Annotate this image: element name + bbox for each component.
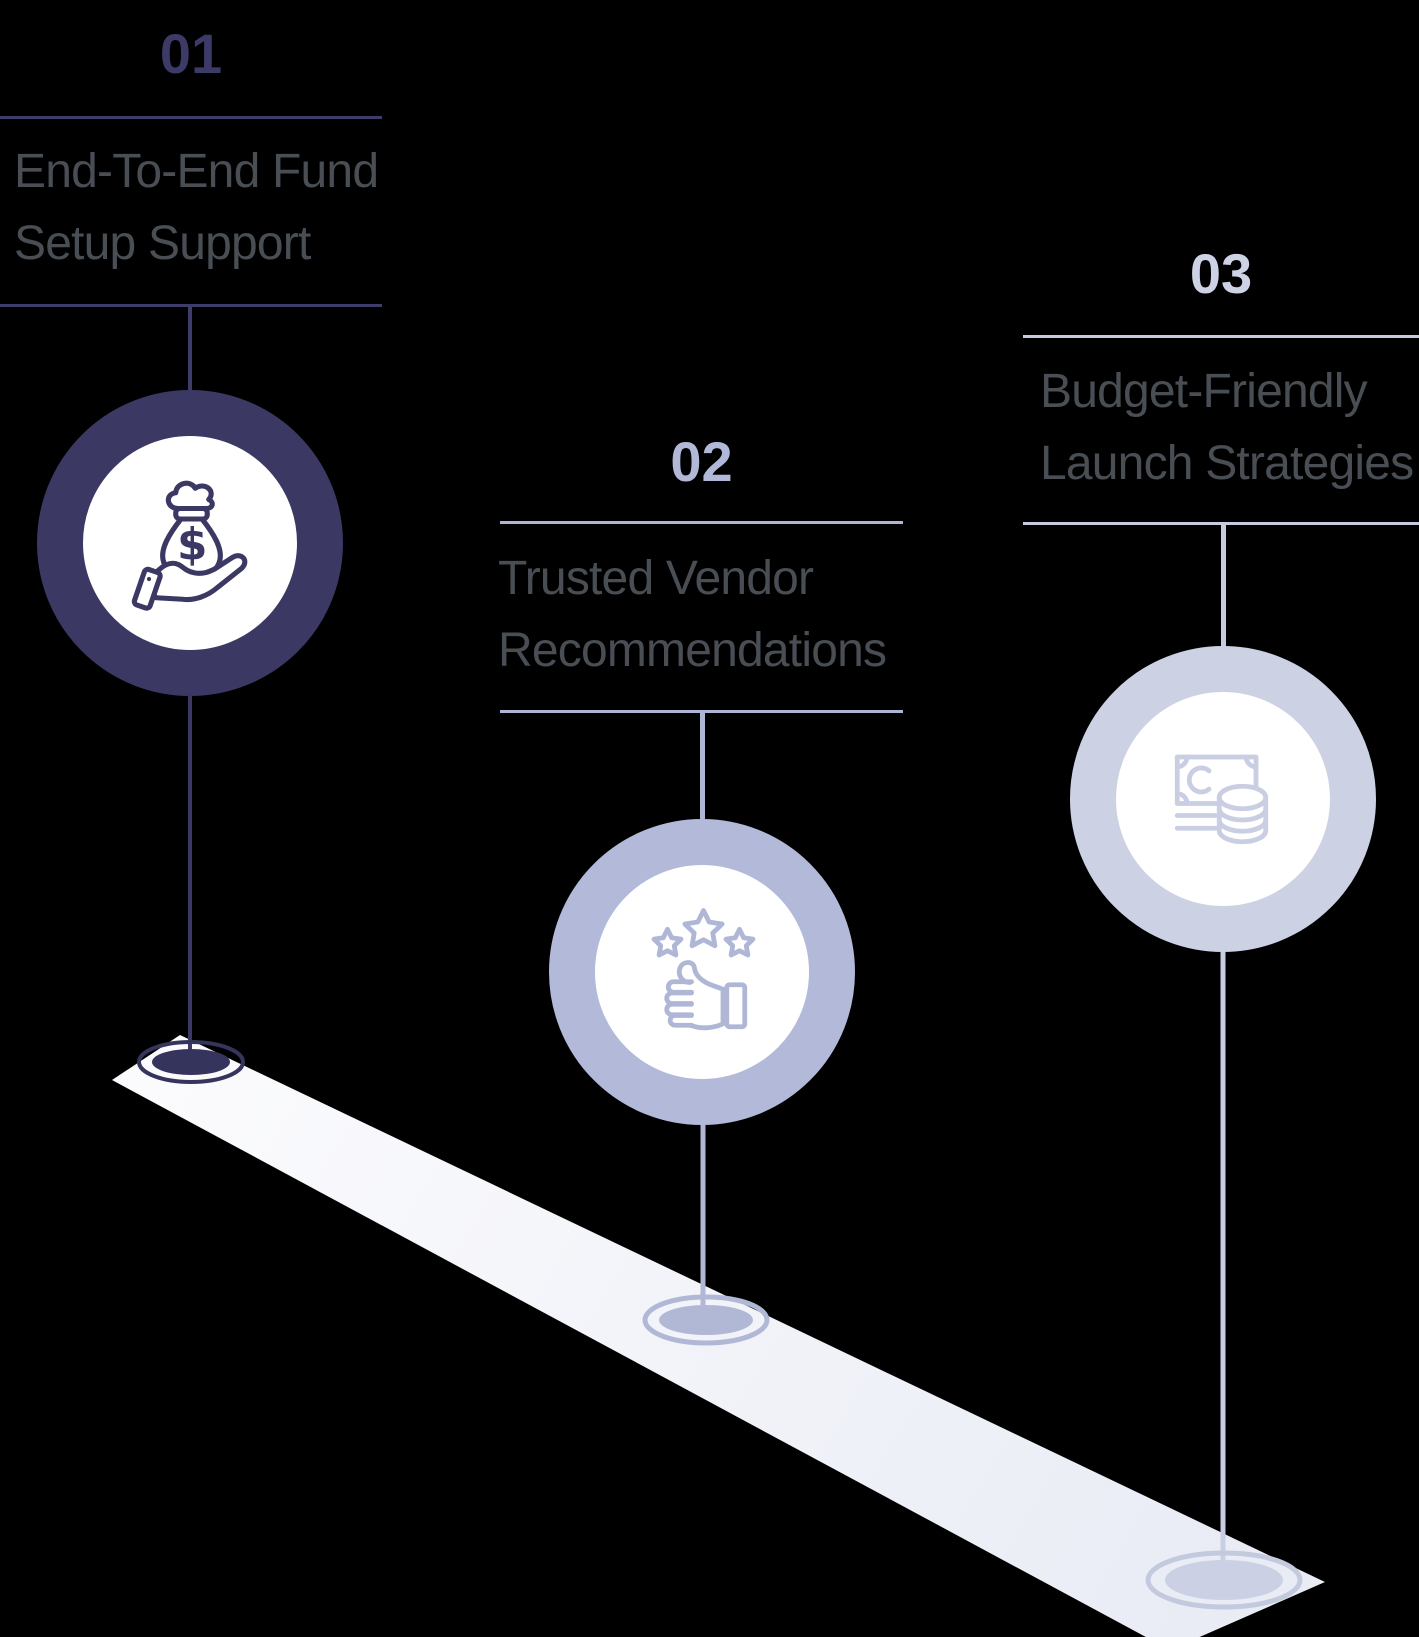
step1-title: End-To-End Fund Setup Support (14, 136, 379, 280)
platform-ellipse-2 (642, 1294, 770, 1346)
step3-circle-badge (1070, 646, 1376, 952)
step1-bottom-rule (0, 304, 382, 307)
step1-title-line2: Setup Support (14, 217, 311, 270)
platform-ellipse-3 (1145, 1550, 1303, 1610)
platform-ellipse-1 (137, 1040, 245, 1084)
money-bag-in-hand-icon: $ (131, 480, 248, 611)
step2-top-rule (500, 521, 903, 524)
step3-bottom-rule (1023, 522, 1419, 525)
svg-text:$: $ (177, 520, 207, 570)
banknote-coins-icon (1174, 754, 1269, 845)
step2-connector (700, 713, 705, 821)
step2-bottom-rule (500, 710, 903, 713)
step1-title-line1: End-To-End Fund (14, 145, 379, 198)
step3-title: Budget-Friendly Launch Strategies (1040, 356, 1414, 500)
step3-top-rule (1023, 335, 1419, 338)
isometric-ramp (112, 1035, 1325, 1637)
step2-title: Trusted Vendor Recommendations (498, 543, 887, 687)
step1-circle-badge: $ (37, 390, 343, 696)
step1-top-rule (0, 116, 382, 119)
step1-connector (188, 307, 192, 392)
step1-number: 01 (159, 22, 223, 85)
step2-circle-badge (549, 819, 855, 1125)
step2-number: 02 (670, 430, 733, 493)
step2-title-line2: Recommendations (498, 624, 887, 677)
step3-connector (1221, 525, 1226, 648)
step3-title-line2: Launch Strategies (1040, 437, 1414, 490)
thumbs-up-stars-icon (651, 908, 756, 1031)
step2-title-line1: Trusted Vendor (498, 552, 814, 605)
step3-number: 03 (1189, 242, 1253, 305)
step3-title-line1: Budget-Friendly (1040, 365, 1368, 418)
